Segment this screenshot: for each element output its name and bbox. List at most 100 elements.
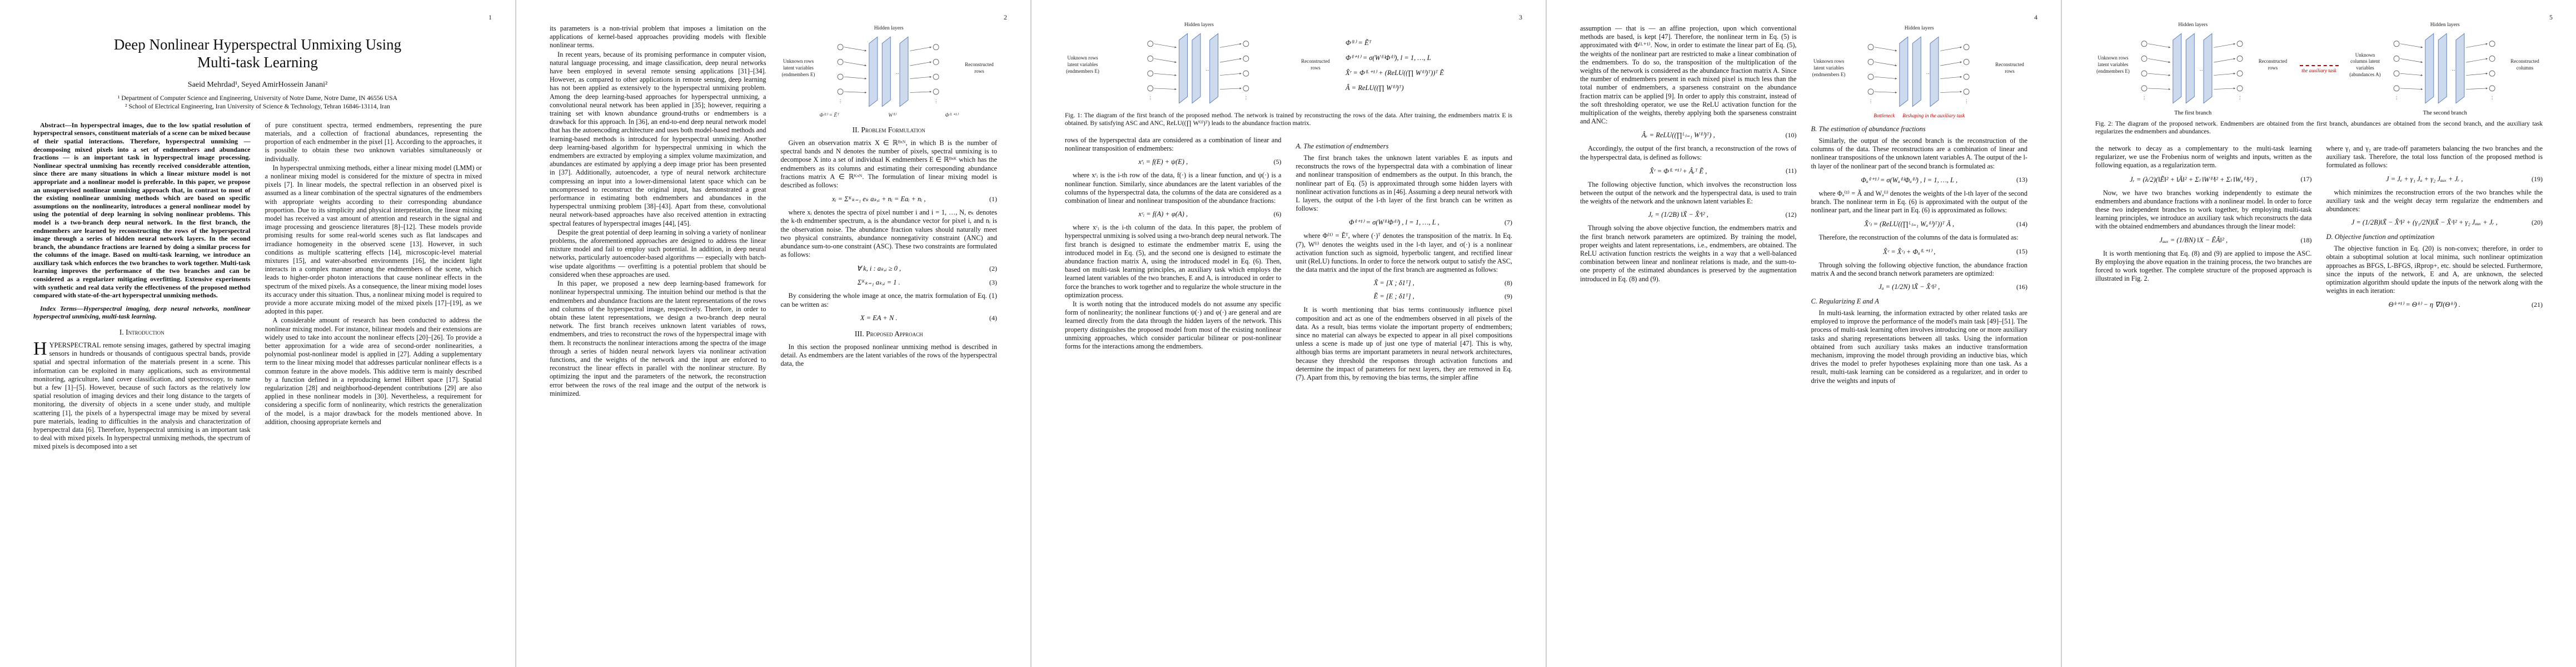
paragraph: Given an observation matrix X ∈ ℝᴮˣᴺ, in…: [780, 139, 998, 190]
equation: Θ⁽ᵗ⁺¹⁾ = Θ⁽ᵗ⁾ − η ∇J(Θ⁽ᵗ⁾) .(21): [2326, 300, 2543, 309]
network-diagram: [1849, 32, 1990, 111]
auxiliary-dashed-line: [2299, 65, 2339, 66]
equation-number: (12): [1785, 211, 1797, 219]
paragraph: Through solving the above objective func…: [1580, 224, 1797, 283]
fig1-formula-1: Φ⁽¹⁾ = Ẽᵀ: [1346, 38, 1372, 47]
paragraph: Now, we have two branches working indepe…: [2095, 188, 2312, 231]
equation: Φₐ⁽ˡ⁺¹⁾ = σ(Wₐ⁽ˡ⁾Φₐ⁽ˡ⁾) , l = 1, …, L ,(…: [1811, 176, 2027, 185]
equation-body: J = (1/2B)‖X̃ − X̂ʳ‖² + (γ₁/2N)‖X̃ − X̂ᶜ…: [2351, 218, 2498, 227]
auxiliary-task-link: the auxiliary task: [2299, 65, 2339, 73]
page-4: 4 assumption — that is — an affine proje…: [1546, 0, 2061, 667]
equation-body: J = Jₑ + γ₁ Jₐ + γ₂ Jₐᵤₓ + Jᵣ ,: [2386, 175, 2463, 183]
paragraph: By considering the whole image at once, …: [780, 292, 998, 308]
bottleneck-label: Bottleneck: [1874, 113, 1895, 118]
paragraph: where xᵢ denotes the spectra of pixel nu…: [780, 208, 998, 259]
figure-label-hidden-layers: Hidden layers: [1904, 26, 1934, 31]
page-number: 2: [1004, 13, 1007, 21]
equation-number: (10): [1785, 131, 1797, 139]
affiliation-2: ² School of Electrical Engineering, Iran…: [125, 103, 390, 110]
equation-number: (18): [2300, 236, 2312, 244]
figure-label-reconstructed-rows: Reconstructed rows: [2258, 58, 2288, 71]
figure-label-reconstructed-cols: Reconstructed columns: [2510, 58, 2539, 71]
fig1-formula-3: X̂ʳ = Φ⁽ᴸ⁺¹⁾ + (ReLU((∏ W⁽ˡ⁾)ᵀ))ᵀ Ẽ: [1346, 68, 1444, 77]
network-diagram: [1103, 29, 1296, 108]
figure-branch-with-auxiliary: Unknown rows latent variables (endmember…: [1811, 26, 2028, 118]
paragraph: where γ₁ and γ₂ are trade-off parameters…: [2326, 145, 2543, 170]
equation-body: Ẽ = [E ; δ1ᵀ] ,: [1373, 292, 1414, 301]
paragraph: Similarly, the output of the second bran…: [1811, 137, 2028, 170]
paragraph: In this section the proposed nonlinear u…: [780, 342, 998, 368]
column-right: where γ₁ and γ₂ are trade-off parameters…: [2326, 145, 2543, 314]
figure-label-unknown-rows: Unknown rows latent variables (endmember…: [781, 58, 815, 77]
title-block: Deep Nonlinear Hyperspectral Unmixing Us…: [33, 36, 482, 110]
equation-number: (16): [2016, 283, 2027, 291]
page-1: 1 Deep Nonlinear Hyperspectral Unmixing …: [0, 0, 515, 667]
equation-number: (4): [989, 313, 997, 322]
equation: Jₐ = (1/2N) ‖X̃ − X̂ᶜ‖² , (16): [1811, 283, 2027, 291]
paragraph: Through solving the following objective …: [1811, 261, 2028, 277]
figure-2-caption: Fig. 2: The diagram of the proposed netw…: [2095, 121, 2543, 135]
equation-body: X̂ᶜ = X̂ᶜₗ + Φₐ⁽ᴸ⁺¹⁾ ,: [1883, 247, 1936, 256]
equation-number: (8): [1504, 279, 1512, 287]
auxiliary-labels: Bottleneck Reshaping in the auxiliary ta…: [1811, 113, 2028, 118]
paragraph: The first branch takes the unknown laten…: [1296, 154, 1513, 213]
fig2-first-branch: Unknown rows latent variables (endmember…: [2095, 22, 2291, 116]
column-left: rows of the hyperspectral data are consi…: [1065, 136, 1282, 351]
equation-body: xᵢ = Σᴷₖ₌₁ eₖ aₖ,ᵢ + nᵢ = Eaᵢ + nᵢ ,: [832, 195, 926, 203]
column-left: the network to decay as a complementary …: [2095, 145, 2312, 283]
first-branch-label: The first branch: [2174, 110, 2212, 116]
page-2: 2 its parameters is a non-trivial proble…: [515, 0, 1030, 667]
subsection-heading: A. The estimation of endmembers: [1296, 142, 1389, 150]
paragraph: Accordingly, the output of the first bra…: [1580, 145, 1797, 161]
equation-number: (1): [989, 195, 997, 203]
equation: Φ⁽ˡ⁺¹⁾ = σ(W⁽ˡ⁾Φ⁽ˡ⁾) , l = 1, …, L ,(7): [1296, 218, 1512, 227]
figure-label-unknown-rows: Unknown rows latent variables (endmember…: [1812, 58, 1846, 77]
equation-number: (17): [2300, 175, 2312, 183]
network-diagram: [2133, 29, 2253, 108]
equation-body: Jₐᵤₓ = (1/BN) ‖X − ÊÂ‖² ,: [2159, 236, 2228, 244]
equation-number: (5): [1273, 158, 1282, 166]
figure-annotations: Φ⁽¹⁾ = Ẽᵀ W⁽ˡ⁾ Φ⁽ᴸ⁺¹⁾: [781, 111, 998, 118]
fig1-diagram: Unknown rows latent variables (endmember…: [1065, 22, 1333, 108]
page-number: 3: [1519, 13, 1522, 21]
figure-label-hidden-layers: Hidden layers: [2178, 22, 2208, 28]
equation: xʳᵢ = f(E) + ψ(E) ,(5): [1065, 158, 1282, 166]
equation-body: X̃ = [X ; δ1ᵀ] ,: [1373, 279, 1414, 287]
figure-label-unknown-rows: Unknown rows latent variables (endmember…: [2096, 55, 2130, 74]
figure-label-reconstructed-rows: Reconstructed rows: [1301, 58, 1330, 71]
equation: Σᴷₖ₌₁ aₖ,ᵢ = 1 . (3): [781, 278, 997, 287]
equation-body: X̂ᶜₗ = (ReLU((∏ᴸₗ₌₁ Wₐ⁽ˡ⁾)ᵀ))ᵀ Ã ,: [1864, 220, 1955, 228]
fig1-formula-2: Φ⁽ˡ⁺¹⁾ = σ(W⁽ˡ⁾Φ⁽ˡ⁾), l = 1, …, L: [1346, 53, 1431, 62]
equation-body: Jₐ = (1/2N) ‖X̃ − X̂ᶜ‖² ,: [1879, 283, 1940, 291]
figure-1-caption: Fig. 1: The diagram of the first branch …: [1065, 112, 1512, 127]
index-terms: Index Terms—Hyperspectral imaging, deep …: [33, 304, 251, 321]
page-number: 1: [489, 13, 492, 21]
equation-body: Σᴷₖ₌₁ aₖ,ᵢ = 1 .: [857, 278, 900, 287]
equation: xᶜᵢ = f(A) + φ(A) ,(6): [1065, 210, 1281, 218]
figure-1: Unknown rows latent variables (endmember…: [1065, 22, 1512, 127]
equation-body: X̂ʳ = Φ⁽ᴸ⁺¹⁾ + Âᵣᵀ Ẽ ,: [1650, 167, 1707, 175]
paragraph: It is worth noting that the introduced m…: [1065, 300, 1282, 351]
equation: ∀ k, i : aₖ,ᵢ ≥ 0 ,(2): [781, 264, 997, 273]
fig1-formulas: Φ⁽¹⁾ = Ẽᵀ Φ⁽ˡ⁺¹⁾ = σ(W⁽ˡ⁾Φ⁽ˡ⁾), l = 1, ……: [1342, 38, 1512, 92]
section-heading: III. Proposed Approach: [854, 329, 923, 338]
equation: J = (1/2B)‖X̃ − X̂ʳ‖² + (γ₁/2N)‖X̃ − X̂ᶜ…: [2326, 218, 2543, 227]
equation-number: (7): [1504, 218, 1512, 226]
equation-number: (3): [989, 278, 997, 286]
equation-body: Jᵣ = (λ/2)(‖Ẽ‖² + ‖Ã‖² + Σₗ ‖W⁽ˡ⁾‖² + Σₗ…: [2130, 175, 2258, 183]
paragraph: Despite the great potential of deep lear…: [550, 228, 766, 278]
column-right: of pure constituent spectra, termed endm…: [265, 121, 482, 427]
paragraph: which minimizes the reconstruction error…: [2326, 188, 2543, 213]
equation: Jₑ = (1/2B) ‖X̃ − X̂ʳ‖² ,(12): [1580, 211, 1797, 219]
figure-label-hidden-layers: Hidden layers: [2430, 22, 2460, 28]
paragraph: of pure constituent spectra, termed endm…: [265, 121, 482, 163]
paragraph: A considerable amount of research has be…: [265, 316, 482, 426]
equation: Âᵣ = ReLU((∏ᴸₗ₌₁ W⁽ˡ⁾)ᵀ) ,(10): [1580, 131, 1797, 140]
figure-label-reconstructed-rows: Reconstructed rows: [965, 62, 994, 74]
paragraph: rows of the hyperspectral data are consi…: [1065, 136, 1282, 153]
figure-2: Unknown rows latent variables (endmember…: [2095, 22, 2543, 136]
equation-number: (9): [1504, 292, 1512, 301]
column-left: its parameters is a non-trivial problem …: [550, 24, 766, 399]
paper-title: Deep Nonlinear Hyperspectral Unmixing Us…: [113, 36, 402, 71]
